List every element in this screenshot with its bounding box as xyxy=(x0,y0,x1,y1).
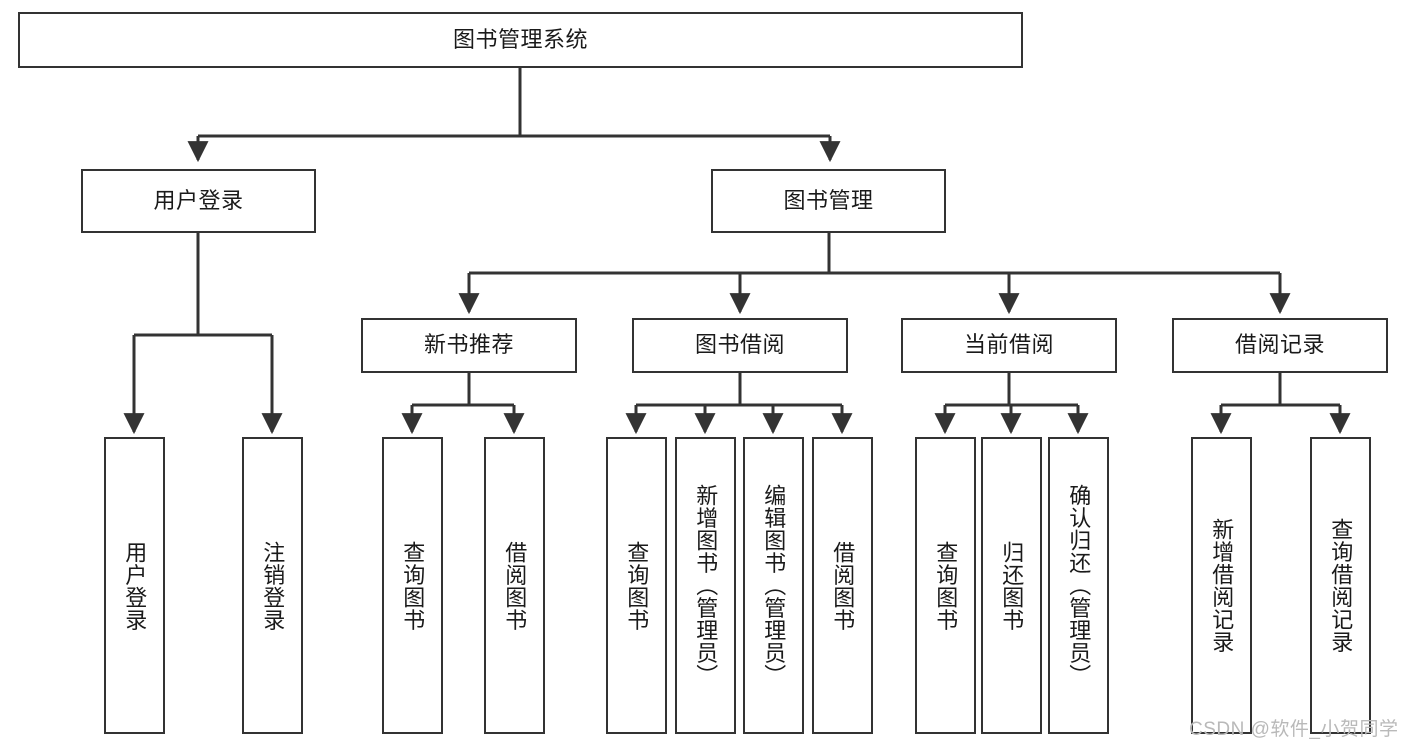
node-borrow-record[interactable]: 借阅记录 xyxy=(1172,318,1388,373)
leaf-borrow-query-book[interactable]: 查询图书 xyxy=(606,437,667,734)
node-label: 确认归还（管理员） xyxy=(1066,484,1092,687)
node-label: 新增借阅记录 xyxy=(1209,518,1235,653)
node-label: 查询图书 xyxy=(400,540,426,631)
leaf-recommend-borrow-book[interactable]: 借阅图书 xyxy=(484,437,545,734)
node-label: 用户登录 xyxy=(122,540,148,631)
node-book-borrow[interactable]: 图书借阅 xyxy=(632,318,848,373)
node-new-book-recommend[interactable]: 新书推荐 xyxy=(361,318,577,373)
node-label: 图书借阅 xyxy=(694,332,785,358)
leaf-current-return-book[interactable]: 归还图书 xyxy=(981,437,1042,734)
node-label: 图书管理 xyxy=(783,187,874,213)
node-label: 用户登录 xyxy=(153,187,244,213)
node-label: 新书推荐 xyxy=(423,332,514,358)
leaf-borrow-add-book-admin[interactable]: 新增图书（管理员） xyxy=(675,437,736,734)
leaf-user-login-logout[interactable]: 注销登录 xyxy=(242,437,303,734)
leaf-current-confirm-return-admin[interactable]: 确认归还（管理员） xyxy=(1048,437,1109,734)
node-label: 查询图书 xyxy=(933,540,959,631)
leaf-borrow-borrow-book[interactable]: 借阅图书 xyxy=(812,437,873,734)
node-label: 当前借阅 xyxy=(963,332,1054,358)
leaf-record-query-record[interactable]: 查询借阅记录 xyxy=(1310,437,1371,734)
node-label: 注销登录 xyxy=(260,540,286,631)
node-label: 图书管理系统 xyxy=(452,26,588,52)
leaf-record-add-record[interactable]: 新增借阅记录 xyxy=(1191,437,1252,734)
node-label: 借阅图书 xyxy=(502,540,528,631)
node-label: 编辑图书（管理员） xyxy=(761,484,787,687)
leaf-user-login-login[interactable]: 用户登录 xyxy=(104,437,165,734)
leaf-borrow-edit-book-admin[interactable]: 编辑图书（管理员） xyxy=(743,437,804,734)
leaf-current-query-book[interactable]: 查询图书 xyxy=(915,437,976,734)
node-user-login[interactable]: 用户登录 xyxy=(81,169,316,233)
node-label: 借阅记录 xyxy=(1234,332,1325,358)
node-label: 归还图书 xyxy=(999,540,1025,631)
node-label: 查询借阅记录 xyxy=(1328,518,1354,653)
node-label: 新增图书（管理员） xyxy=(693,484,719,687)
node-book-management[interactable]: 图书管理 xyxy=(711,169,946,233)
node-root-system[interactable]: 图书管理系统 xyxy=(18,12,1023,68)
node-current-borrow[interactable]: 当前借阅 xyxy=(901,318,1117,373)
node-label: 查询图书 xyxy=(624,540,650,631)
node-label: 借阅图书 xyxy=(830,540,856,631)
leaf-recommend-query-book[interactable]: 查询图书 xyxy=(382,437,443,734)
